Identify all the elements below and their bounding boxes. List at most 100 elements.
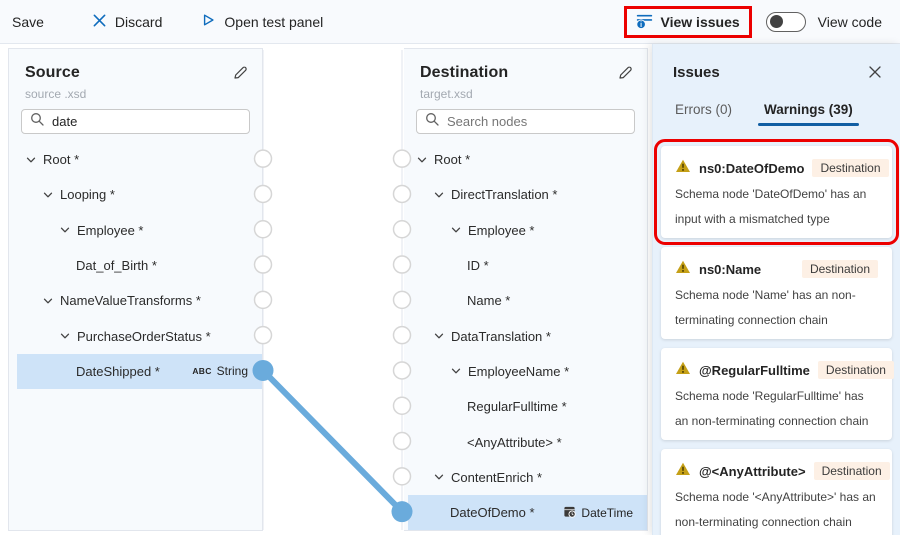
open-test-panel-button[interactable]: Open test panel [200,12,323,31]
tree-node-label: ContentEnrich * [451,469,543,485]
open-test-panel-label: Open test panel [224,13,324,30]
chevron-down-icon[interactable] [416,154,434,166]
tree-node[interactable]: Dat_of_Birth * [17,248,262,283]
source-search-box [21,109,250,134]
annotation-box-view-issues: i View issues [623,5,752,38]
search-icon [30,112,44,131]
tree-node[interactable]: EmployeeName * [408,354,647,389]
view-code-toggle[interactable] [765,11,806,32]
chevron-down-icon[interactable] [433,189,451,201]
view-issues-icon: i [635,12,653,32]
tree-node-label: Looping * [60,187,115,203]
destination-schema-panel: Destination target.xsd Root * DirectTran… [404,48,648,531]
tree-node-label: DateShipped * [76,363,160,379]
play-icon [200,12,216,31]
tree-node-label: Name * [467,293,511,309]
tree-node[interactable]: RegularFulltime * [408,389,647,424]
source-search-input[interactable] [50,113,241,130]
source-schema-panel: Source source .xsd Root * Looping * [8,48,263,531]
node-type-badge: DateTime [563,505,633,521]
warning-card[interactable]: @<AnyAttribute> Destination Schema node … [661,449,892,535]
mapping-connection-line[interactable] [260,367,405,515]
save-label: Save [12,13,44,30]
tree-node[interactable]: Root * [408,142,647,177]
chevron-down-icon[interactable] [25,154,43,166]
discard-button[interactable]: Discard [92,13,162,31]
warning-icon [675,259,691,280]
warning-card[interactable]: @RegularFulltime Destination Schema node… [661,348,894,440]
tree-node-label: EmployeeName * [468,363,570,379]
chevron-down-icon[interactable] [42,295,60,307]
tree-node[interactable]: ID * [408,248,647,283]
destination-panel-title: Destination [420,64,509,81]
tree-node[interactable]: Name * [408,283,647,318]
tab-errors[interactable]: Errors (0) [675,102,732,117]
view-code-label: View code [817,13,882,30]
warning-message: Schema node 'RegularFulltime' has an non… [675,389,869,428]
node-type-badge: ABC String [192,364,248,378]
warning-node-name: @<AnyAttribute> [699,463,806,479]
issues-panel-title: Issues [673,63,720,81]
warning-node-name: @RegularFulltime [699,362,810,378]
warning-icon [675,158,691,179]
tree-node[interactable]: Looping * [17,177,262,212]
source-file-name: source .xsd [25,87,87,101]
issues-panel: Issues Errors (0) Warnings (39) ns0:Date… [652,44,900,535]
tree-node-label: Employee * [77,222,144,238]
save-button[interactable]: Save [12,14,44,30]
chevron-down-icon[interactable] [450,224,468,236]
tree-node[interactable]: Root * [17,142,262,177]
source-tree: Root * Looping * Employee * Dat_of_Birth… [9,142,262,390]
close-icon[interactable] [868,65,882,79]
tree-node-label: Dat_of_Birth * [76,258,157,274]
toolbar: Save Discard Open test panel i [0,0,900,44]
issues-tabs: Errors (0) Warnings (39) [673,96,900,126]
chevron-down-icon[interactable] [450,365,468,377]
warning-card[interactable]: ns0:DateOfDemo Destination Schema node '… [654,139,899,245]
tree-node[interactable]: ContentEnrich * [408,460,647,495]
edit-pencil-icon[interactable] [232,65,248,81]
tree-node[interactable]: DirectTranslation * [408,177,647,212]
destination-tree: Root * DirectTranslation * Employee * ID… [404,142,647,531]
tree-node[interactable]: Employee * [17,213,262,248]
tree-node[interactable]: DateShipped * ABC String [17,353,262,390]
discard-label: Discard [114,13,163,30]
tree-node-label: DateOfDemo * [450,505,535,521]
warning-icon [675,360,691,381]
chevron-down-icon[interactable] [42,189,60,201]
warning-card[interactable]: ns0:Name Destination Schema node 'Name' … [661,247,892,339]
tab-warnings[interactable]: Warnings (39) [758,96,859,126]
tree-node-label: DirectTranslation * [451,187,558,203]
svg-text:i: i [640,21,642,28]
destination-search-box [416,109,635,134]
warning-location-badge: Destination [801,260,878,278]
view-issues-label: View issues [660,13,740,30]
tree-node[interactable]: <AnyAttribute> * [408,424,647,459]
view-issues-button[interactable]: i View issues [635,12,740,32]
warning-location-badge: Destination [812,159,889,177]
warnings-list: ns0:DateOfDemo Destination Schema node '… [654,139,899,535]
chevron-down-icon[interactable] [433,330,451,342]
warning-message: Schema node 'Name' has an non-terminatin… [675,288,856,327]
chevron-down-icon[interactable] [433,471,451,483]
tree-node-label: PurchaseOrderStatus * [77,328,211,344]
destination-search-input[interactable] [445,113,626,130]
tree-node[interactable]: PurchaseOrderStatus * [17,318,262,353]
tree-node[interactable]: Employee * [408,213,647,248]
node-type-label: String [216,364,248,379]
edit-pencil-icon[interactable] [617,65,633,81]
tree-node[interactable]: DateOfDemo * DateTime [408,494,647,531]
warning-message: Schema node '<AnyAttribute>' has an non-… [675,490,876,529]
destination-file-name: target.xsd [420,87,473,101]
tree-node-label: Root * [43,152,80,168]
tree-node-label: Root * [434,152,471,168]
chevron-down-icon[interactable] [59,330,77,342]
discard-x-icon [92,13,107,31]
warning-node-name: ns0:DateOfDemo [699,160,805,176]
tree-node[interactable]: NameValueTransforms * [17,283,262,318]
tree-node-label: ID * [467,258,489,274]
chevron-down-icon[interactable] [59,224,77,236]
warning-node-name: ns0:Name [699,261,762,277]
tree-node[interactable]: DataTranslation * [408,318,647,353]
